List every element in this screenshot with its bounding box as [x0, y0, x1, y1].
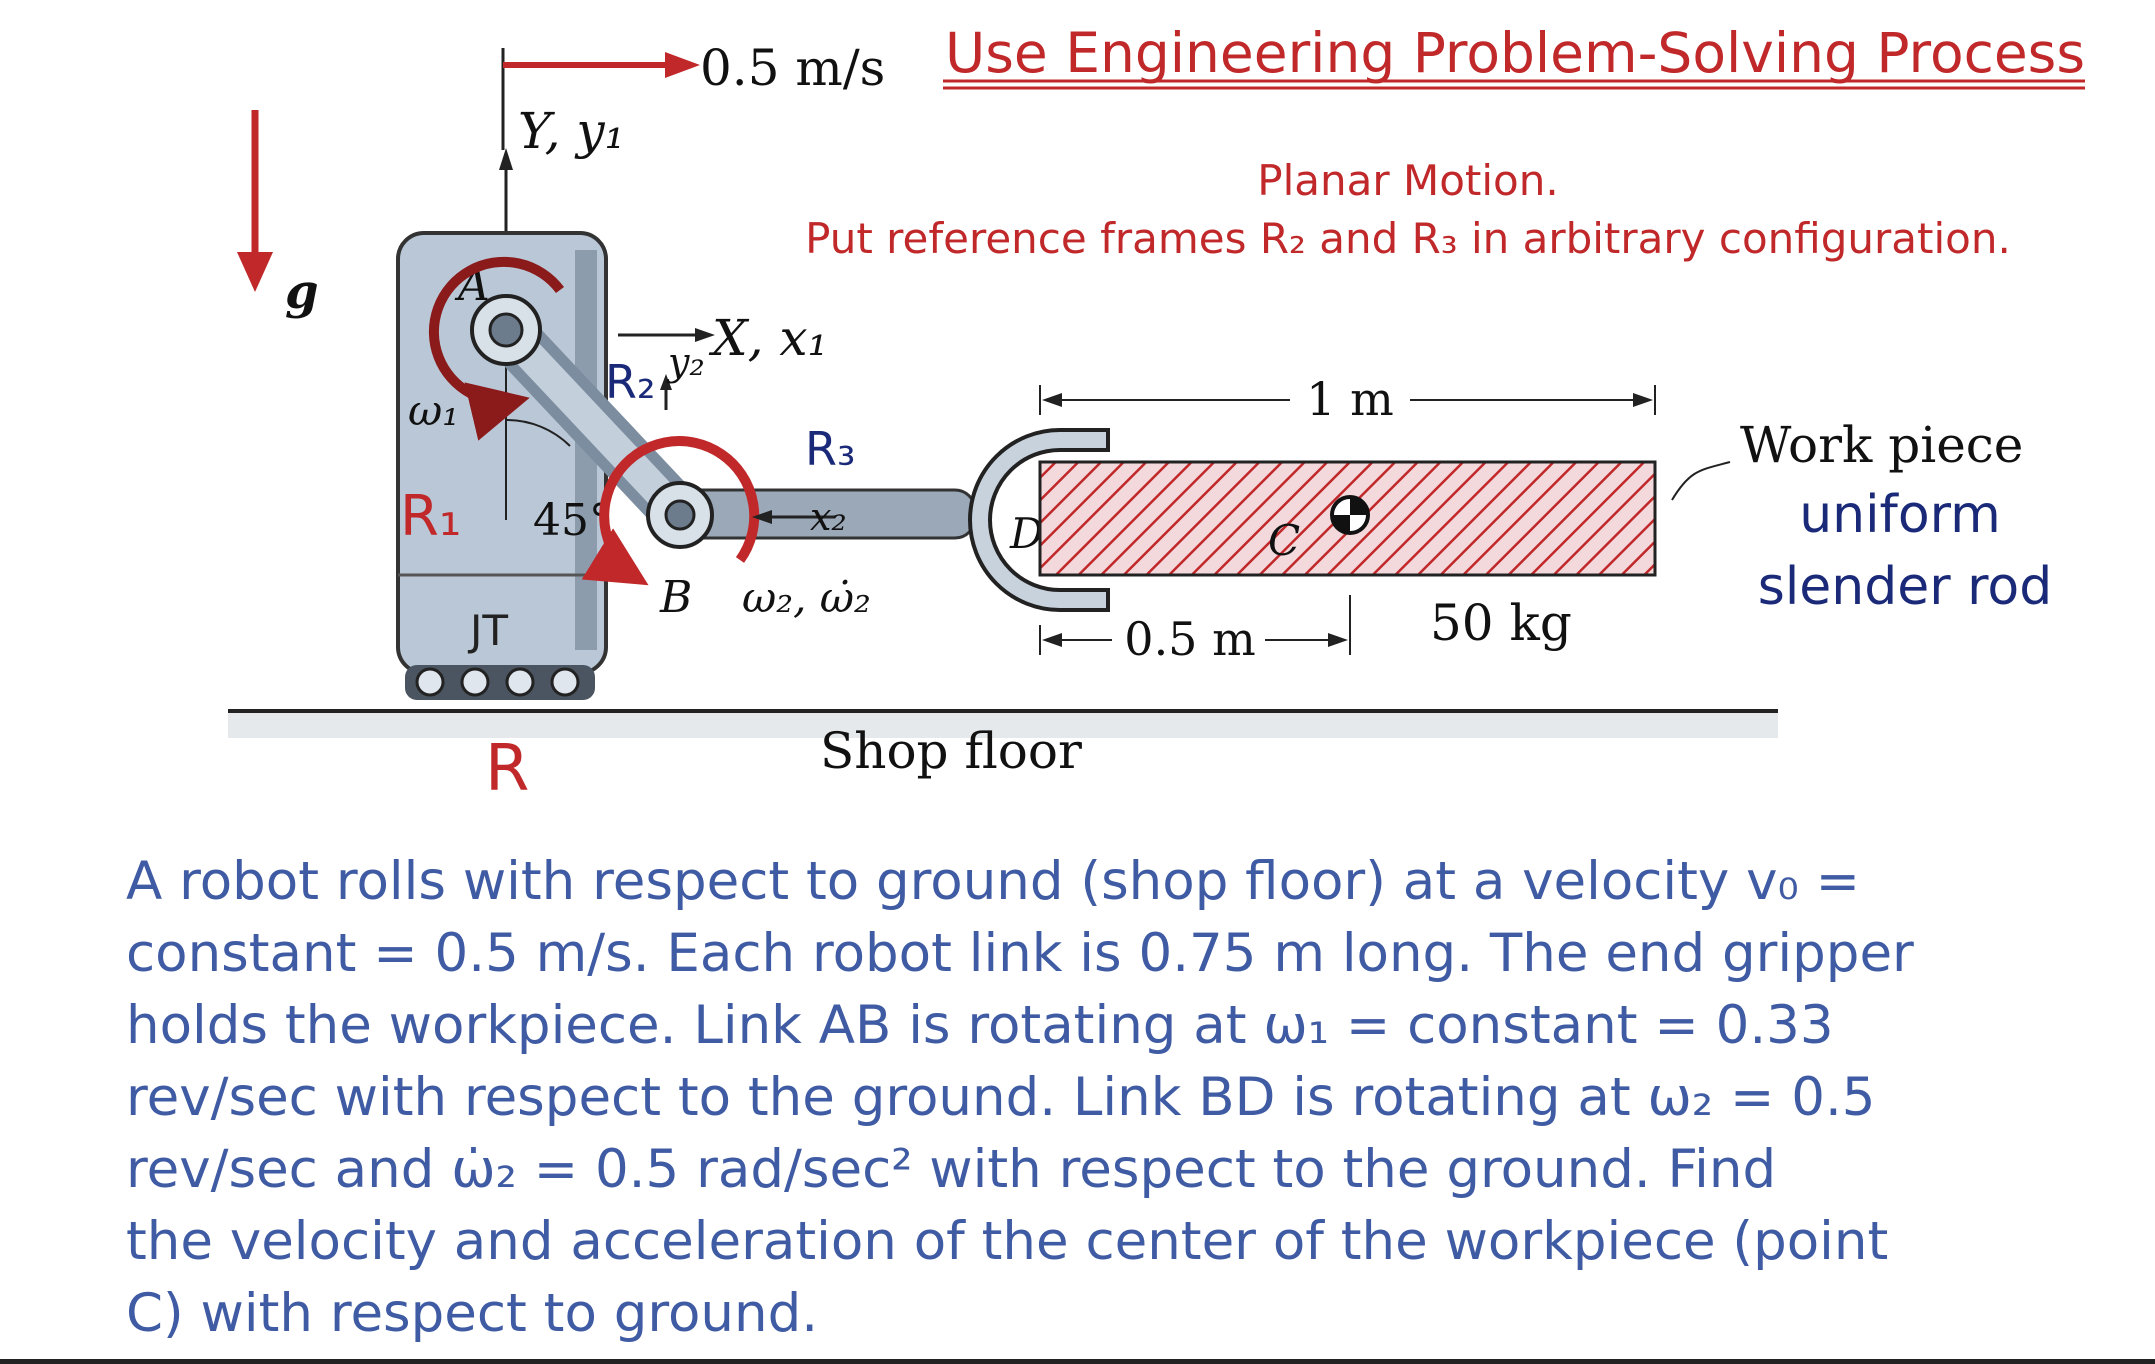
bottom-rule — [0, 1359, 2155, 1364]
y-axis-label: Y, y₁ — [518, 102, 625, 160]
mechanism-diagram: Use Engineering Problem-Solving Process … — [228, 21, 2085, 806]
page-title: Use Engineering Problem-Solving Process — [945, 21, 2085, 85]
x-axis-arrow — [618, 328, 715, 342]
omega1-label: ω₁ — [408, 386, 459, 435]
velocity-arrow — [503, 52, 700, 78]
note-reference-frames: Put reference frames R₂ and R₃ in arbitr… — [805, 214, 2011, 263]
workpiece-label: Work piece — [1740, 416, 2023, 474]
omega2-rotation-arrow — [581, 436, 760, 586]
workpiece-rod-label: slender rod — [1758, 557, 2052, 617]
omega1-rotation-arrow — [428, 256, 565, 441]
link-AB-edge — [491, 315, 695, 530]
problem-line-2: constant = 0.5 m/s. Each robot link is 0… — [126, 923, 1914, 984]
point-D-label: D — [1009, 509, 1044, 558]
joint-B — [646, 481, 714, 549]
frame-R-label: R — [485, 732, 529, 806]
gripper — [968, 428, 1110, 612]
joint-A — [470, 294, 542, 366]
y2-label: y₂ — [666, 340, 705, 384]
x-axis-label: X, x₁ — [708, 309, 828, 367]
dimension-05m-label: 0.5 m — [1124, 612, 1255, 666]
problem-line-6: the velocity and acceleration of the cen… — [126, 1211, 1889, 1272]
dimension-05m — [1039, 595, 1351, 655]
shop-floor-surface — [228, 713, 1778, 738]
frame-R2-label: R₂ — [605, 355, 655, 409]
gravity-arrow — [237, 110, 273, 292]
note-planar-motion: Planar Motion. — [1257, 156, 1558, 205]
robot-label: JT — [467, 606, 508, 655]
angle-label: 45° — [533, 495, 611, 546]
point-C-label: C — [1268, 516, 1300, 565]
y2-axis-arrow — [660, 374, 672, 410]
problem-statement: A robot rolls with respect to ground (sh… — [126, 846, 2116, 1350]
floor-label: Shop floor — [820, 722, 1082, 780]
problem-line-5: rev/sec and ω̇₂ = 0.5 rad/sec² with resp… — [126, 1139, 1777, 1200]
robot-wheels — [405, 665, 595, 700]
center-of-mass-symbol — [1330, 495, 1370, 535]
omega2-label: ω₂, ω̇₂ — [742, 573, 871, 622]
dimension-1m-label: 1 m — [1306, 372, 1394, 426]
frame-R1-label: R₁ — [400, 484, 461, 549]
gravity-label: g — [285, 264, 319, 320]
dimension-1m — [1039, 385, 1656, 415]
problem-line-3: holds the workpiece. Link AB is rotating… — [126, 995, 1834, 1056]
workpiece-leader-line — [1671, 461, 1731, 501]
problem-line-7: C) with respect to ground. — [126, 1283, 819, 1344]
mass-label: 50 kg — [1430, 594, 1572, 652]
frame-R3-label: R₃ — [805, 422, 855, 476]
problem-line-4: rev/sec with respect to the ground. Link… — [126, 1067, 1876, 1128]
velocity-label: 0.5 m/s — [700, 39, 885, 97]
x2-axis-arrow — [752, 510, 835, 524]
workpiece-uniform-label: uniform — [1799, 485, 2001, 545]
x2-label: x₂ — [810, 495, 847, 539]
point-B-label: B — [659, 572, 692, 623]
problem-line-1: A robot rolls with respect to ground (sh… — [126, 851, 1861, 912]
